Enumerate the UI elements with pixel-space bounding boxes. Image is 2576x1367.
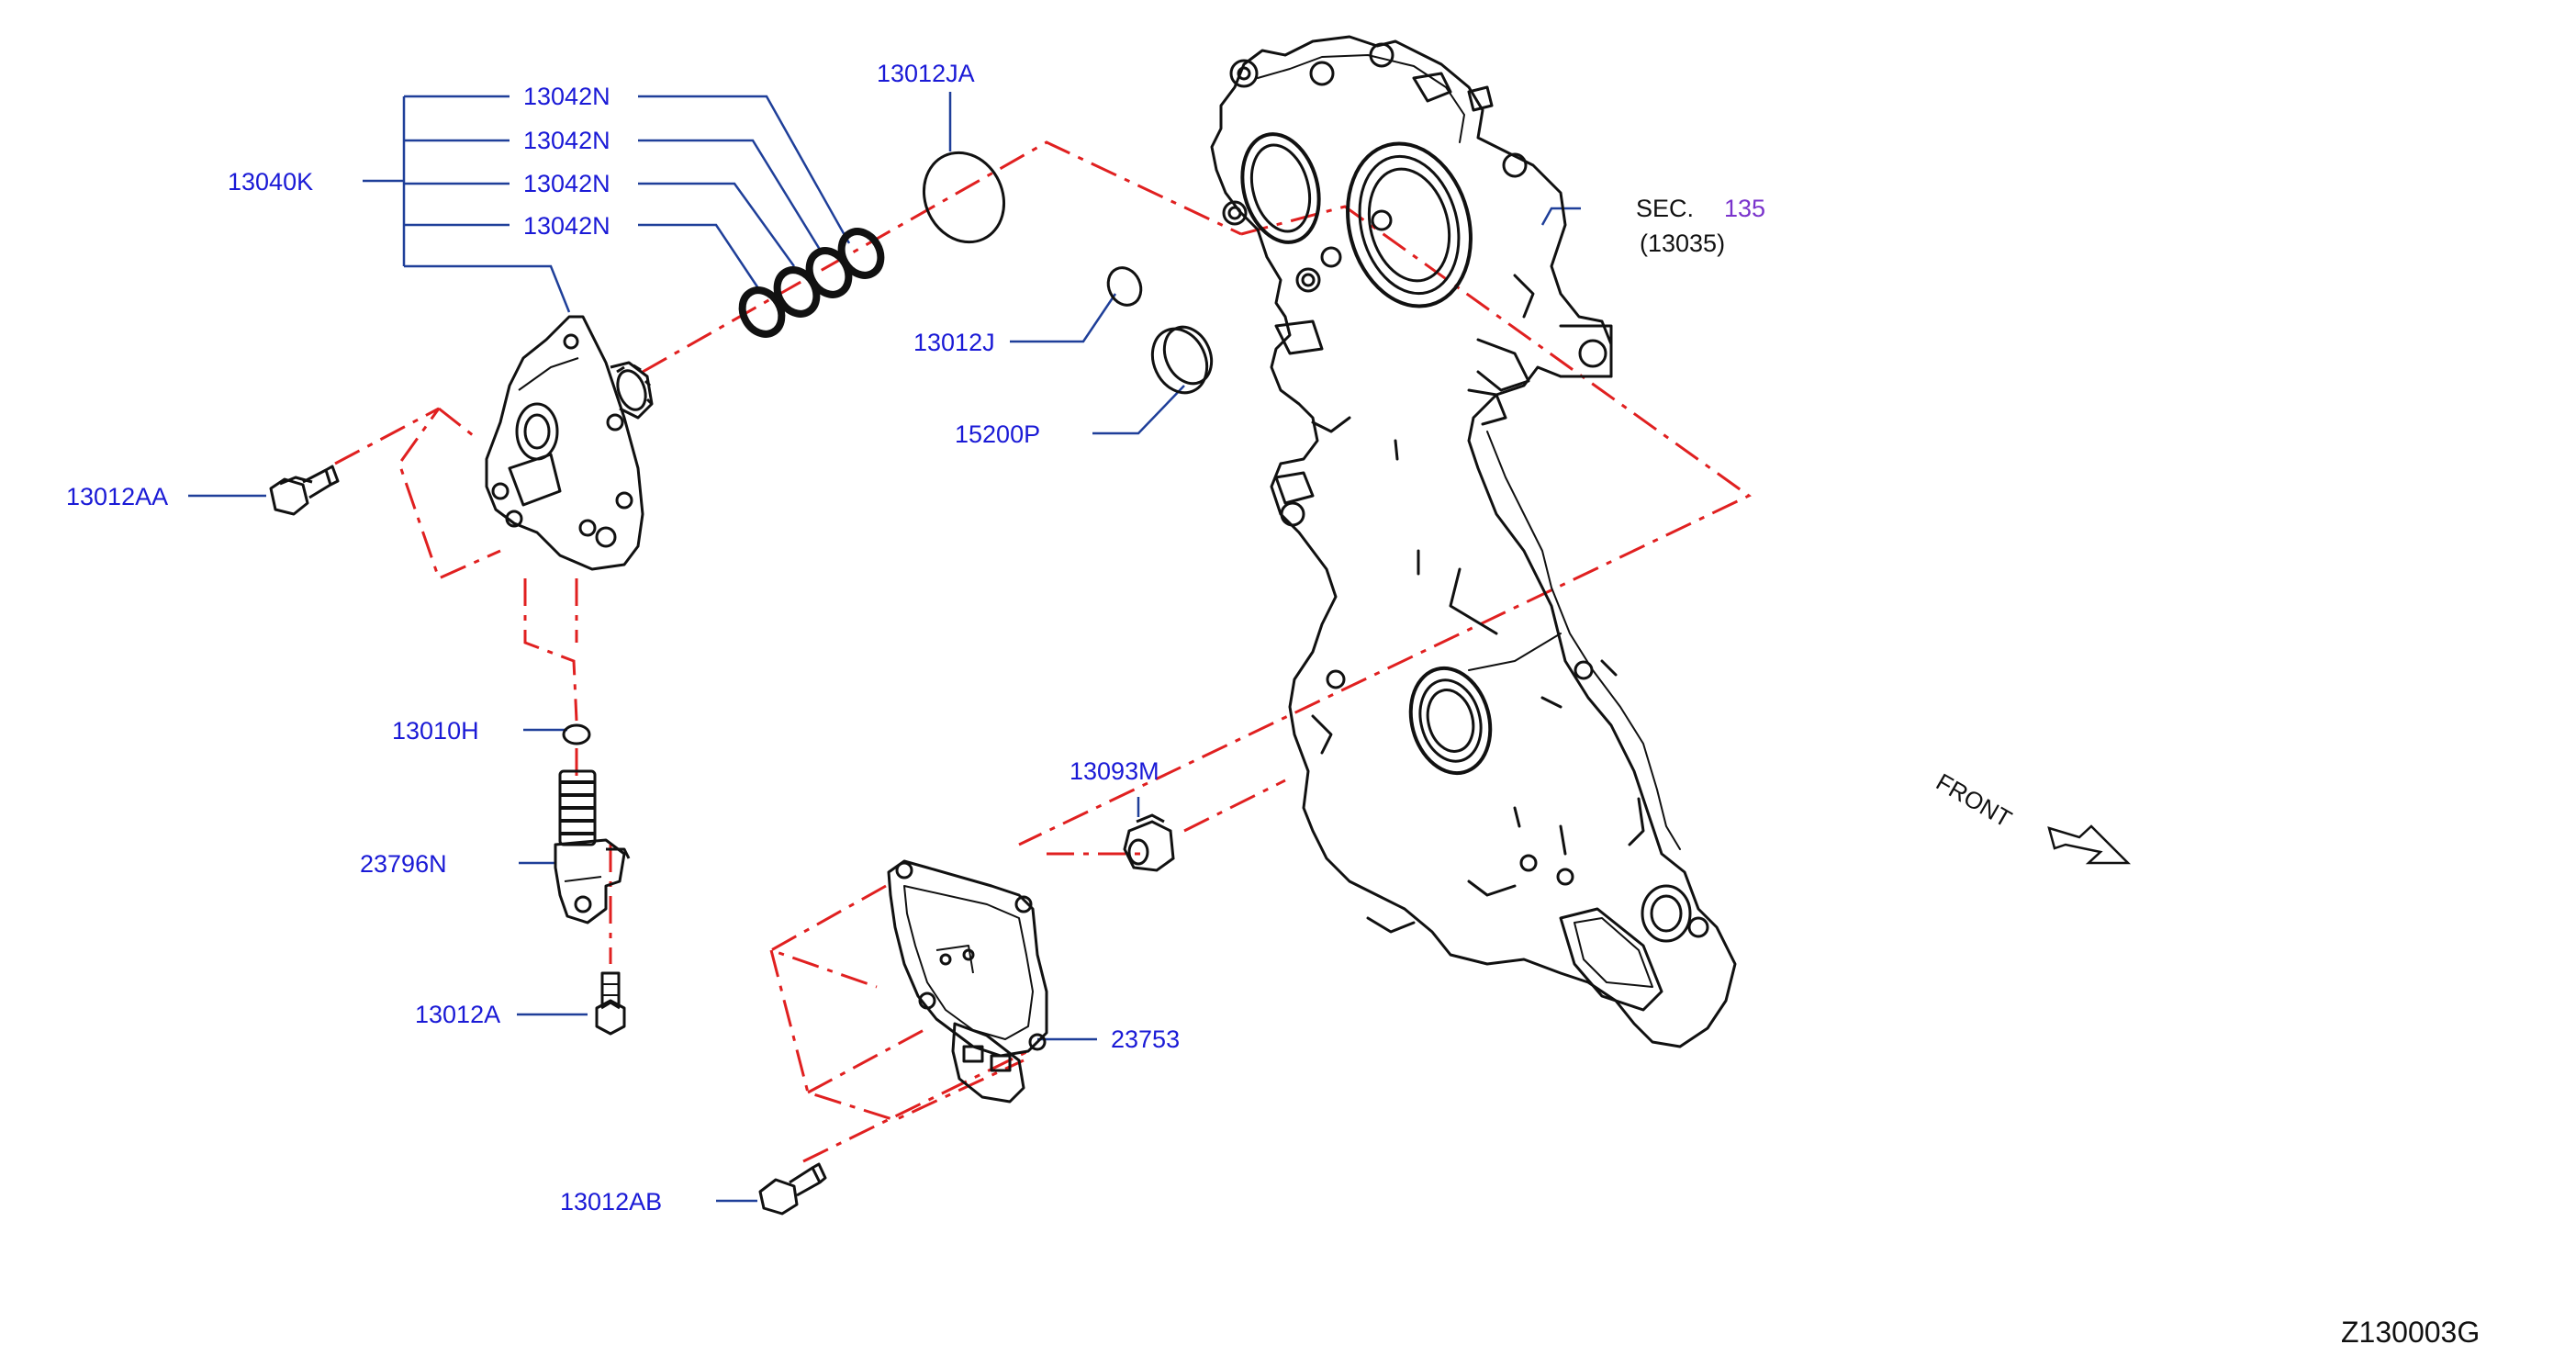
section-ref-prefix: SEC. bbox=[1636, 195, 1695, 222]
section-ref-sub: (13035) bbox=[1640, 230, 1726, 257]
front-arrow-icon bbox=[2047, 824, 2132, 865]
callout-13040k[interactable]: 13040K bbox=[228, 168, 314, 196]
callout-13012j[interactable]: 13012J bbox=[913, 329, 995, 356]
oil-pump-13040k bbox=[485, 315, 654, 571]
leader-lines bbox=[188, 92, 1581, 1203]
phantom-lines bbox=[334, 140, 1752, 1163]
cam-position-sensor-cover-23753 bbox=[887, 859, 1048, 1104]
timing-chain-case bbox=[1210, 35, 1737, 1048]
callout-13010h[interactable]: 13010H bbox=[392, 717, 479, 745]
bolt-13012aa bbox=[269, 465, 340, 516]
section-ref-number[interactable]: 135 bbox=[1724, 195, 1766, 222]
callout-13042n-2[interactable]: 13042N bbox=[523, 127, 610, 154]
callout-13012a[interactable]: 13012A bbox=[415, 1001, 501, 1028]
seal-rings-13042n bbox=[738, 228, 885, 338]
callout-15200p[interactable]: 15200P bbox=[955, 420, 1041, 448]
diagram-code: Z130003G bbox=[2341, 1316, 2481, 1349]
callout-13012ab[interactable]: 13012AB bbox=[560, 1188, 663, 1216]
bolt-13012a bbox=[595, 971, 626, 1036]
solenoid-valve-23796n bbox=[554, 769, 631, 924]
callout-13093m[interactable]: 13093M bbox=[1070, 757, 1159, 785]
callout-23753[interactable]: 23753 bbox=[1111, 1025, 1181, 1053]
callout-13042n-4[interactable]: 13042N bbox=[523, 212, 610, 240]
callout-23796n[interactable]: 23796N bbox=[360, 850, 447, 878]
callout-13042n-3[interactable]: 13042N bbox=[523, 170, 610, 197]
callout-13042n-1[interactable]: 13042N bbox=[523, 83, 610, 110]
bolt-13012ab bbox=[758, 1162, 827, 1216]
o-ring-13010h bbox=[562, 723, 591, 745]
callout-13012ja[interactable]: 13012JA bbox=[877, 60, 975, 87]
grommet-13093m bbox=[1123, 813, 1175, 872]
callout-13012aa[interactable]: 13012AA bbox=[66, 483, 169, 510]
o-ring-13012ja bbox=[922, 151, 1006, 244]
o-ring-13012j bbox=[1106, 266, 1143, 307]
oil-seal-15200p bbox=[1150, 325, 1214, 395]
